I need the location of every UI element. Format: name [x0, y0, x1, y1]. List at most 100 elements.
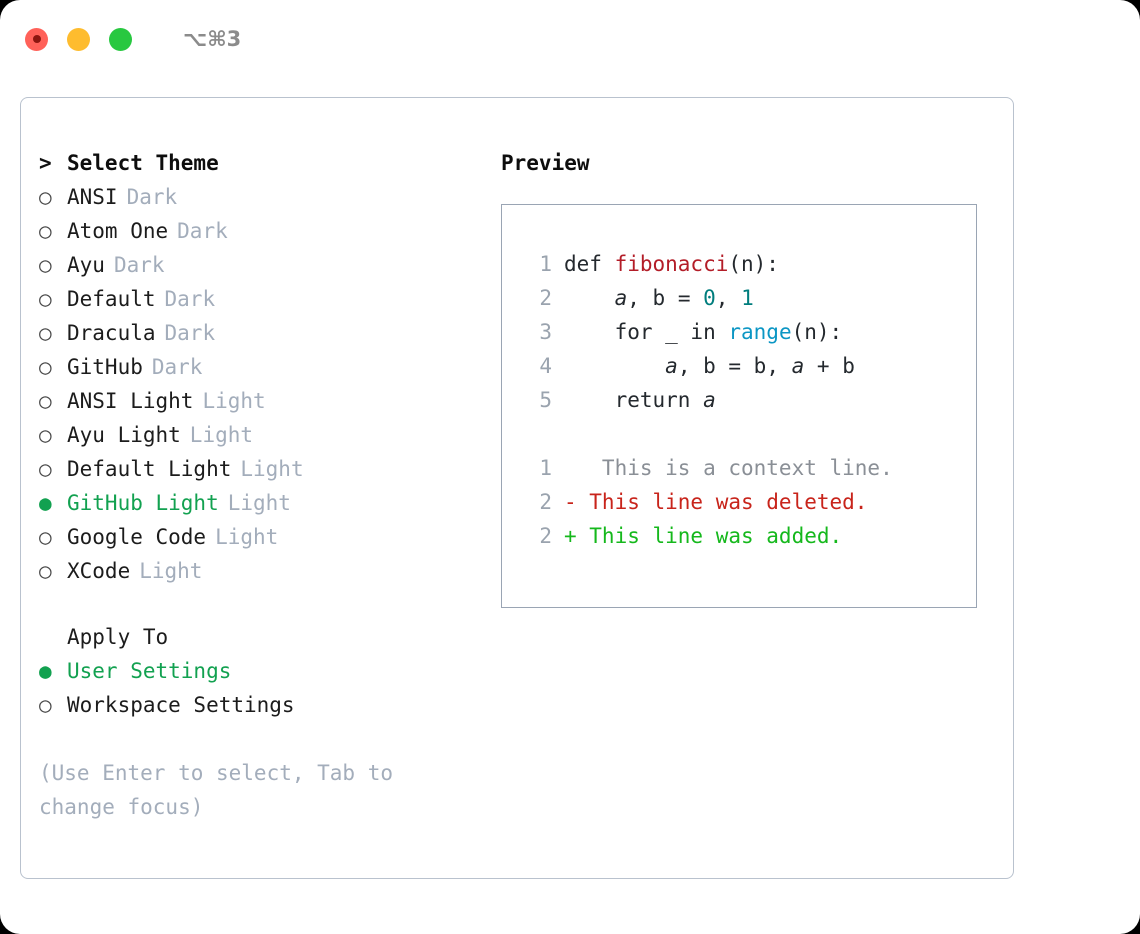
- radio-selected-icon: ●: [39, 659, 52, 683]
- theme-option-label: Atom One: [67, 219, 169, 243]
- radio-unselected-icon: ○: [39, 253, 52, 277]
- code-token: a: [614, 286, 628, 310]
- apply-to-options-list: ● User Settings ○ Workspace Settings: [39, 654, 489, 722]
- theme-option-label: Google Code: [67, 525, 207, 549]
- code-token: ,: [627, 286, 653, 310]
- apply-to-option-label: User Settings: [67, 659, 232, 683]
- title-bar: ⌥⌘3: [0, 0, 1140, 78]
- radio-unselected-icon: ○: [39, 219, 52, 243]
- diff-line-text: - This line was deleted.: [564, 490, 868, 514]
- preview-separator: [522, 417, 976, 451]
- code-line-number: 3: [539, 320, 552, 344]
- code-token: 1: [741, 286, 754, 310]
- code-line: 2 a, b = 0, 1: [522, 281, 976, 315]
- keyboard-shortcut-label: ⌥⌘3: [183, 27, 242, 51]
- code-line-text: def fibonacci(n):: [564, 247, 779, 281]
- radio-unselected-icon: ○: [39, 389, 52, 413]
- code-token: a: [791, 354, 805, 378]
- diff-line-number: 2: [539, 490, 552, 514]
- radio-unselected-icon: ○: [39, 559, 52, 583]
- theme-option-variant: Dark: [164, 321, 216, 345]
- code-line-number: 2: [539, 286, 552, 310]
- diff-line-text: This is a context line.: [564, 456, 893, 480]
- apply-to-option-label: Workspace Settings: [67, 693, 295, 717]
- theme-option-variant: Dark: [151, 355, 203, 379]
- theme-option-variant: Light: [240, 457, 304, 481]
- code-line-number: 4: [539, 354, 552, 378]
- radio-unselected-icon: ○: [39, 693, 52, 717]
- code-token: , b = b,: [677, 354, 792, 378]
- theme-option-label: Dracula: [67, 321, 156, 345]
- theme-option-ansi[interactable]: ○ ANSI Dark: [39, 180, 489, 214]
- radio-unselected-icon: ○: [39, 355, 52, 379]
- diff-line-number: 2: [539, 524, 552, 548]
- code-token: [564, 354, 665, 378]
- code-line-number: 5: [539, 388, 552, 412]
- radio-unselected-icon: ○: [39, 321, 52, 345]
- code-line-text: a, b = b, a + b: [564, 349, 855, 383]
- apply-to-option-workspace-settings[interactable]: ○ Workspace Settings: [39, 688, 489, 722]
- theme-option-variant: Dark: [126, 185, 178, 209]
- code-token: + b: [804, 354, 855, 378]
- diff-sample: 1 This is a context line. 2 - This line wa…: [522, 451, 976, 553]
- diff-line-text: + This line was added.: [564, 524, 843, 548]
- maximize-button-icon[interactable]: [109, 27, 132, 51]
- theme-option-variant: Dark: [113, 253, 165, 277]
- theme-option-atom-one[interactable]: ○ Atom One Dark: [39, 214, 489, 248]
- code-token: fibonacci: [614, 252, 729, 276]
- window-controls: [25, 27, 132, 51]
- code-token: ,: [715, 286, 742, 310]
- theme-option-default-light[interactable]: ○ Default Light Light: [39, 452, 489, 486]
- theme-option-dracula[interactable]: ○ Dracula Dark: [39, 316, 489, 350]
- close-button-icon[interactable]: [25, 27, 48, 51]
- code-token: (n):: [728, 252, 779, 276]
- radio-unselected-icon: ○: [39, 185, 52, 209]
- theme-list-title: Select Theme: [67, 151, 219, 175]
- theme-option-ayu[interactable]: ○ Ayu Dark: [39, 248, 489, 282]
- apply-to-header: Apply To: [39, 620, 489, 654]
- code-token: return: [564, 388, 704, 412]
- theme-option-label: GitHub Light: [67, 491, 219, 515]
- code-token: def: [564, 252, 615, 276]
- code-token: b: [652, 286, 666, 310]
- radio-unselected-icon: ○: [39, 287, 52, 311]
- diff-line-ctx: 1 This is a context line.: [522, 451, 976, 485]
- theme-option-label: Default: [67, 287, 156, 311]
- radio-selected-icon: ●: [39, 491, 52, 515]
- radio-unselected-icon: ○: [39, 457, 52, 481]
- code-token: a: [703, 388, 716, 412]
- apply-to-option-user-settings[interactable]: ● User Settings: [39, 654, 489, 688]
- theme-option-variant: Dark: [177, 219, 228, 243]
- keyboard-hint-text: (Use Enter to select, Tab to change focu…: [39, 761, 406, 819]
- code-line: 4 a, b = b, a + b: [522, 349, 976, 383]
- minimize-button-icon[interactable]: [67, 27, 90, 51]
- code-line-text: a, b = 0, 1: [564, 281, 754, 315]
- radio-unselected-icon: ○: [39, 423, 52, 447]
- code-token: =: [665, 286, 704, 310]
- theme-option-variant: Light: [139, 559, 203, 583]
- code-token: range: [728, 320, 792, 344]
- code-line-text: for _ in range(n):: [564, 315, 843, 349]
- theme-option-label: Ayu: [67, 253, 105, 277]
- code-line-text: return a: [564, 383, 716, 417]
- theme-list-header: > Select Theme: [39, 146, 489, 180]
- radio-unselected-icon: ○: [39, 525, 52, 549]
- theme-option-label: Default Light: [67, 457, 232, 481]
- preview-title: Preview: [501, 151, 590, 175]
- code-token: 0: [703, 286, 716, 310]
- theme-option-label: ANSI: [67, 185, 118, 209]
